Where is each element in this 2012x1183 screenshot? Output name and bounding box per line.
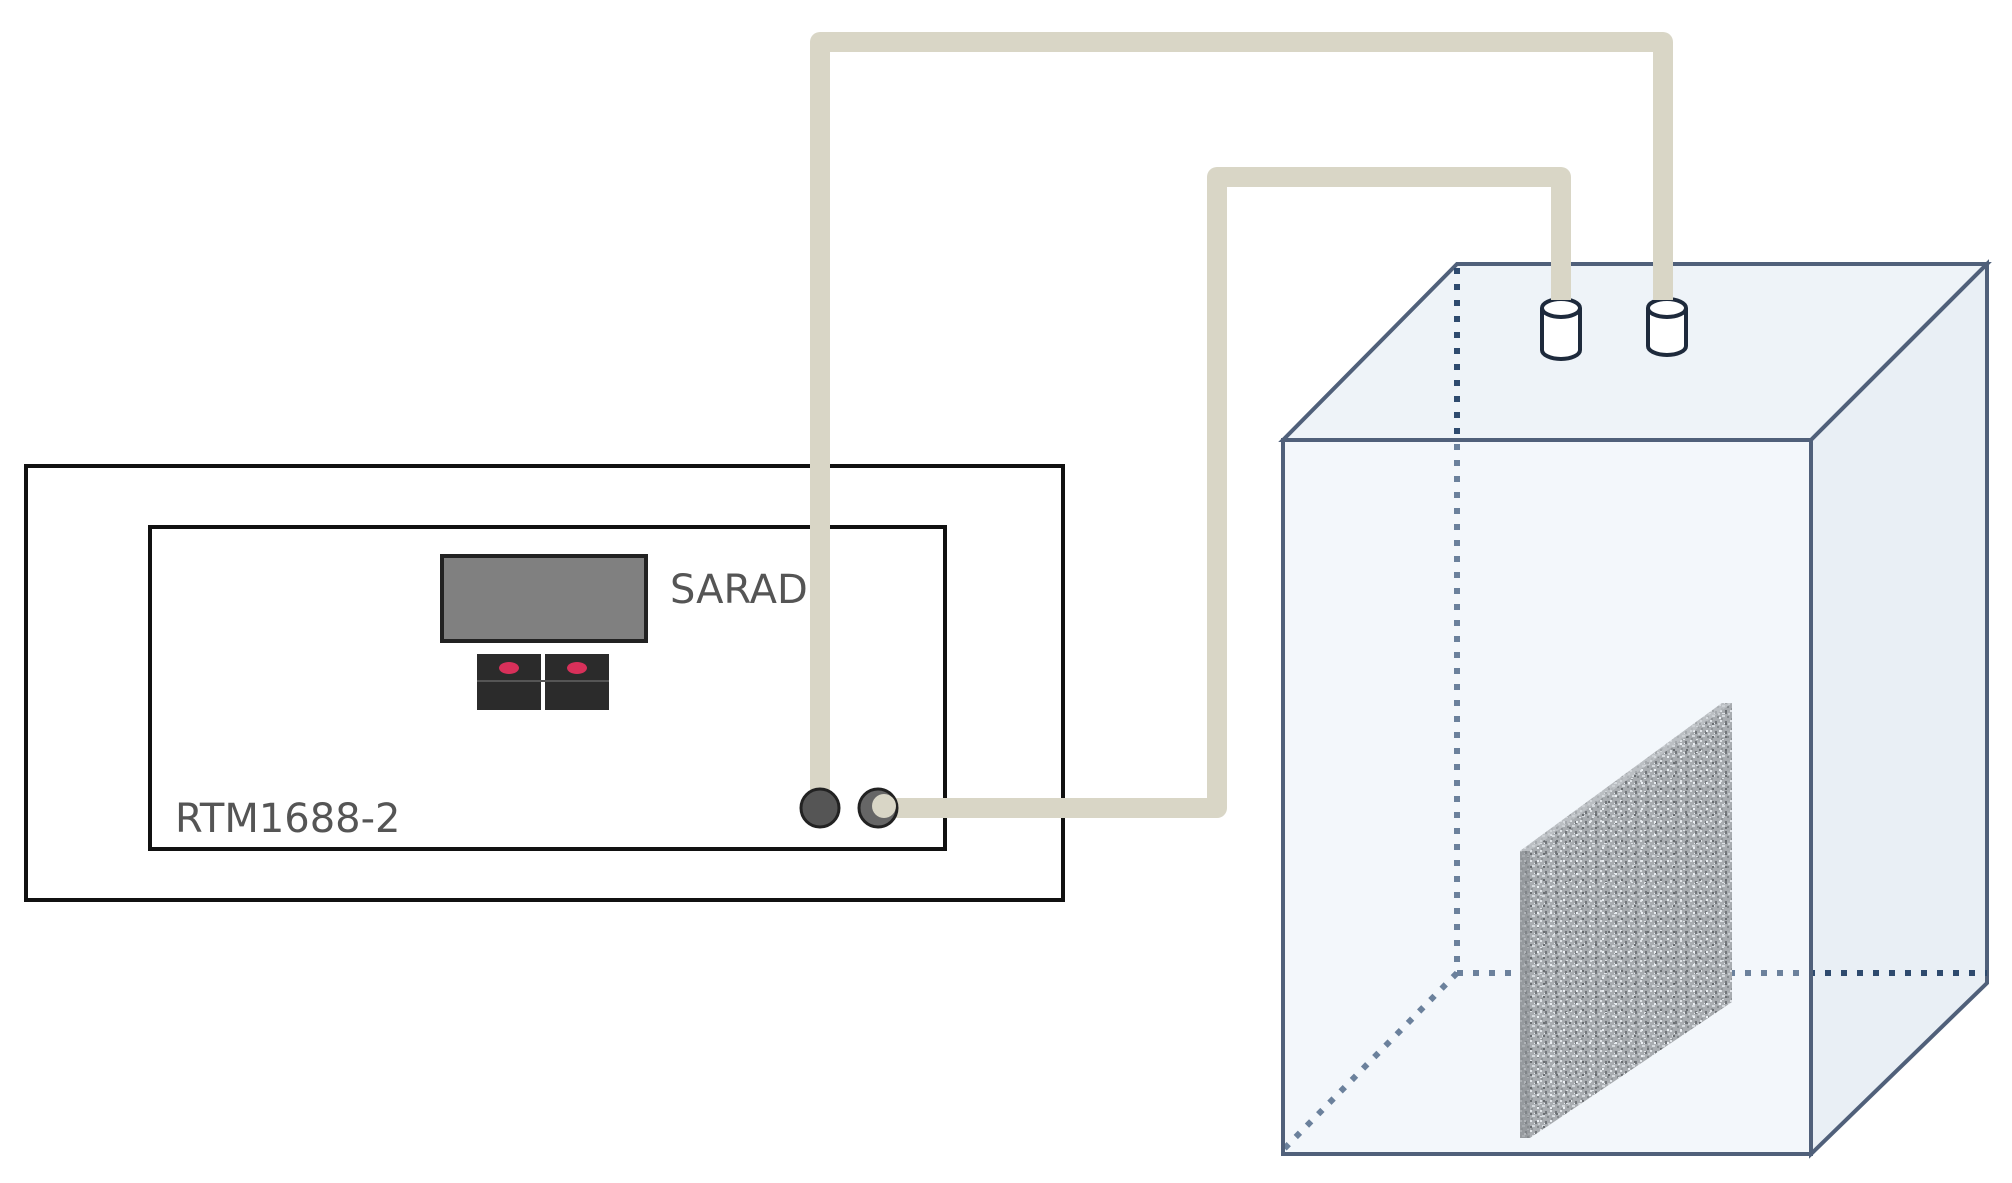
button-led-icon — [499, 662, 519, 674]
lid-connectors — [1540, 290, 1688, 361]
chamber-hidden-edges — [1280, 268, 1987, 1153]
tube-inlet — [810, 32, 1673, 818]
monitor-display — [440, 554, 648, 643]
radon-monitor: SARAD RTM1688-2 — [24, 464, 1065, 902]
granite-sample — [1520, 703, 1732, 1138]
port-inlet[interactable] — [799, 787, 841, 829]
button-led-icon — [567, 662, 587, 674]
monitor-buttons[interactable] — [477, 654, 609, 710]
test-chamber — [1278, 259, 1992, 1159]
connector-right — [1646, 290, 1688, 357]
tubing — [810, 32, 1673, 818]
monitor-ports[interactable] — [799, 787, 899, 829]
tube-outlet — [868, 167, 1571, 818]
brand-label: SARAD — [670, 567, 808, 613]
model-label: RTM1688-2 — [175, 796, 401, 842]
chamber-front-face — [1281, 438, 1813, 1156]
connector-left — [1540, 290, 1582, 361]
